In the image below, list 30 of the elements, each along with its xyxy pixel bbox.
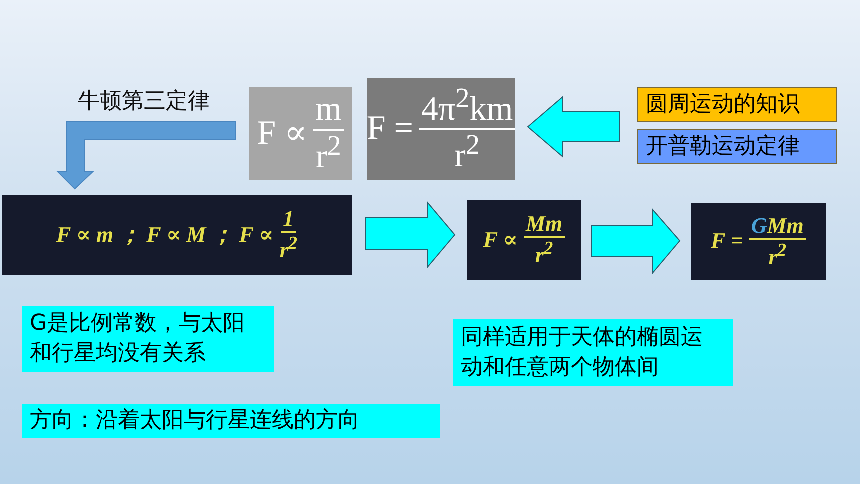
formula-box (249, 87, 352, 180)
label-box: 圆周运动的知识 (637, 87, 837, 122)
fraction-numerator: GMm (749, 214, 806, 240)
block-arrow (366, 202, 456, 268)
fraction-denominator: r$^{2}$ (454, 130, 480, 175)
note-box: 同样适用于天体的椭圆运动和任意两个物体间 (453, 319, 733, 386)
formula-text: F ∝ m ； F ∝ M ； F ∝ (56, 220, 274, 249)
fraction-numerator: m (313, 91, 344, 131)
fraction-denominator: r$^{2}$ (768, 240, 787, 270)
fraction-denominator: r$^{2}$ (316, 130, 342, 176)
formula-text: F = (366, 110, 414, 148)
fraction-numerator: 1 (281, 207, 296, 234)
fraction-numerator: 4π$^{2}$km (419, 83, 516, 130)
formula-box (691, 203, 826, 280)
label-box: 开普勒运动定律 (637, 129, 837, 164)
block-arrow (56, 122, 236, 190)
fraction-numerator: Mm (524, 212, 565, 238)
formula-box (467, 200, 581, 280)
formula-text: F = (711, 228, 744, 254)
block-arrow (592, 208, 681, 274)
edge-label: 牛顿第三定律 (78, 88, 210, 116)
note-box: G是比例常数，与太阳和行星均没有关系 (22, 306, 274, 372)
formula-text: F ∝ (483, 226, 518, 253)
note-box: 方向：沿着太阳与行星连线的方向 (22, 404, 440, 438)
block-arrow (527, 96, 620, 158)
formula-box (2, 195, 352, 275)
formula-box (367, 78, 515, 180)
fraction-denominator: r$^{2}$ (280, 233, 298, 263)
fraction-denominator: r$^{2}$ (535, 238, 554, 268)
formula-text: F ∝ (257, 114, 308, 154)
